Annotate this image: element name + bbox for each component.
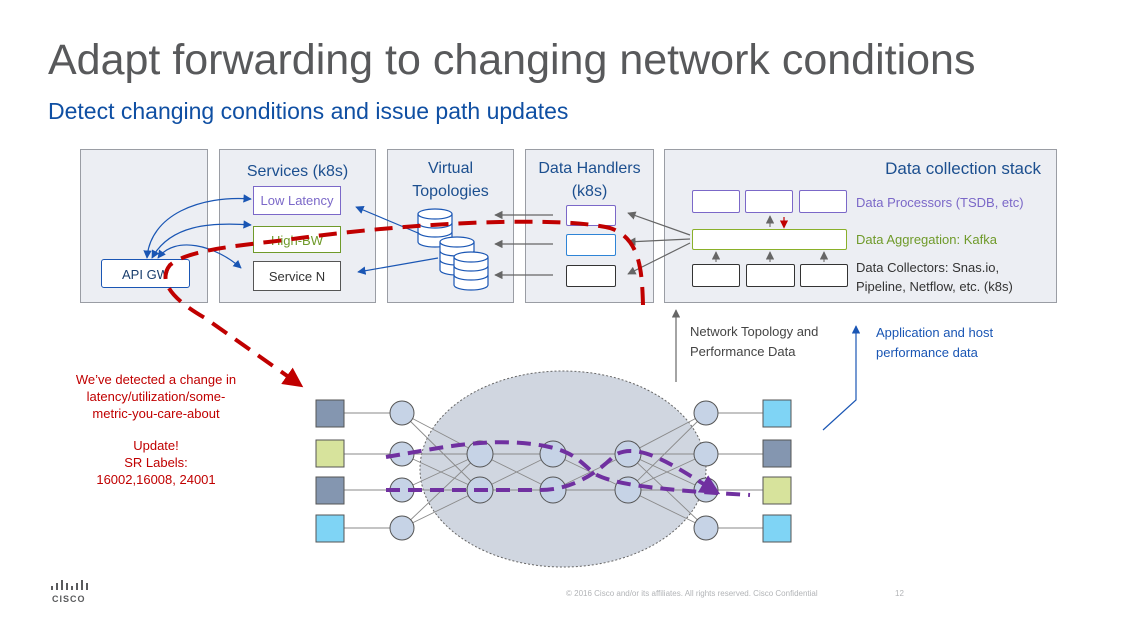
update-path: [163, 219, 645, 388]
aggregation-box: [692, 229, 847, 250]
edge-device-right-2: [762, 439, 792, 468]
router-node: [389, 400, 415, 426]
slide-title: Adapt forwarding to changing network con…: [48, 36, 976, 84]
app-perf-note-2: performance data: [876, 345, 978, 360]
router-node: [693, 441, 719, 467]
collector-box-1: [692, 264, 740, 287]
page-number: 12: [895, 589, 904, 598]
alert-line-2: latency/utilization/some-: [86, 389, 226, 404]
data-handlers-title-2: (k8s): [571, 183, 608, 200]
database-icon: [417, 208, 489, 291]
app-perf-note-1: Application and host: [876, 325, 994, 340]
handler-to-topology-arrows: [494, 210, 553, 280]
collector-box-2: [746, 264, 795, 287]
router-node: [693, 515, 719, 541]
alert-labels: 16002,16008, 24001: [96, 472, 216, 487]
collectors-label-1: Data Collectors: Snas.io,: [856, 260, 1000, 275]
virtual-topologies-title-2: Topologies: [412, 183, 489, 200]
slide-subtitle: Detect changing conditions and issue pat…: [48, 98, 569, 124]
network-cloud: [419, 370, 707, 568]
edge-device-left-1: [315, 399, 345, 428]
edge-device-left-2: [315, 439, 345, 468]
network-topology-note-2: Performance Data: [690, 344, 796, 359]
router-node: [693, 400, 719, 426]
edge-device-right-4: [762, 514, 792, 543]
router-nodes: [389, 400, 719, 541]
edge-device-right-3: [762, 476, 792, 505]
processor-box-2: [745, 190, 793, 213]
handler-box-blue: [566, 234, 616, 256]
alert-line-3: metric-you-care-about: [92, 406, 220, 421]
alert-update: Update!: [133, 438, 179, 453]
router-node: [389, 515, 415, 541]
stack-internal-arrows: [711, 215, 829, 262]
cisco-wordmark: CISCO: [52, 594, 86, 604]
edge-devices: [315, 399, 792, 543]
api-service-arrows: [143, 194, 252, 269]
cisco-logo-icon: [51, 580, 88, 590]
footer-copyright: © 2016 Cisco and/or its affiliates. All …: [566, 589, 818, 598]
data-collection-title: Data collection stack: [885, 159, 1041, 178]
data-handlers-title-1: Data Handlers: [538, 160, 641, 177]
edge-device-left-3: [315, 476, 345, 505]
sr-path: [385, 440, 751, 495]
processor-box-3: [799, 190, 847, 213]
processors-label: Data Processors (TSDB, etc): [856, 195, 1024, 210]
virtual-topologies-title-1: Virtual: [427, 160, 474, 177]
app-data-arrow: [822, 325, 861, 431]
aggregation-label: Data Aggregation: Kafka: [856, 232, 997, 247]
network-topology-note-1: Network Topology and: [690, 324, 819, 339]
kafka-to-handler-arrows: [627, 211, 691, 275]
router-node: [693, 477, 719, 503]
handler-box-purple: [566, 205, 616, 226]
processor-box-1: [692, 190, 740, 213]
service-n: Service N: [253, 261, 341, 291]
router-node: [466, 440, 494, 468]
edge-device-right-1: [762, 399, 792, 428]
collector-box-3: [800, 264, 848, 287]
handler-box-black: [566, 265, 616, 287]
collectors-label-2: Pipeline, Netflow, etc. (k8s): [856, 279, 1013, 294]
alert-labels-title: SR Labels:: [124, 455, 188, 470]
edge-device-left-4: [315, 514, 345, 543]
alert-line-1: We’ve detected a change in: [75, 372, 237, 387]
service-low-latency: Low Latency: [253, 186, 341, 215]
services-title: Services (k8s): [246, 163, 349, 180]
